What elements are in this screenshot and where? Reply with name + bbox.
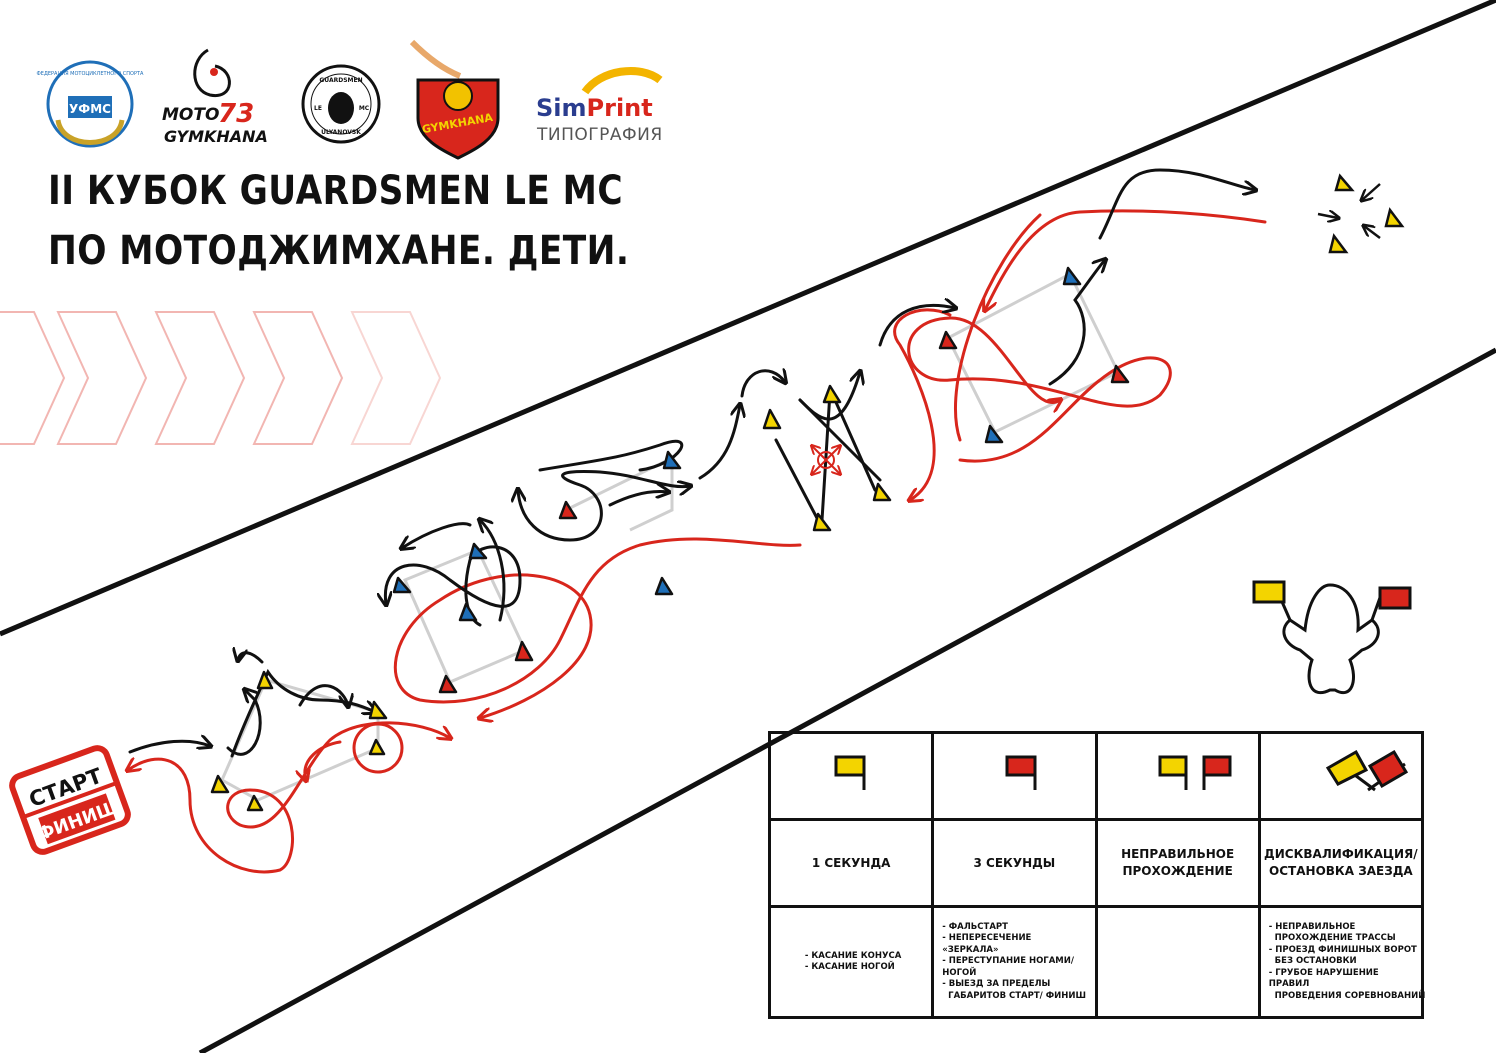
gymkhana-shield-logo: GYMKHANA xyxy=(409,39,500,160)
cone-blue xyxy=(1062,266,1082,286)
simprint-logo: SimPrint ТИПОГРАФИЯ xyxy=(536,66,663,145)
moto73-logo: МОТО 73 GYMKHANA xyxy=(162,48,268,146)
red-route xyxy=(128,209,1267,874)
yellow-flag-icon xyxy=(1252,580,1286,604)
penalty-desc-wrong xyxy=(1094,905,1261,1019)
cone-yellow xyxy=(812,512,832,532)
penalty-desc-1s: - КАСАНИЕ КОНУСА - КАСАНИЕ НОГОЙ xyxy=(767,905,935,1019)
cone-blue xyxy=(984,424,1004,444)
red-flag-icon xyxy=(1378,586,1412,610)
svg-text:LE: LE xyxy=(314,105,322,112)
cone-yellow xyxy=(210,774,230,794)
svg-text:ТИПОГРАФИЯ: ТИПОГРАФИЯ xyxy=(536,125,663,145)
penalty-name: ДИСКВАЛИФИКАЦИЯ/ОСТАНОВКА ЗАЕЗДА xyxy=(1257,818,1425,908)
penalty-item: ПРОХОЖДЕНИЕ ТРАССЫ xyxy=(1268,933,1396,944)
svg-text:GUARDSMEN: GUARDSMEN xyxy=(319,77,362,84)
svg-text:МОТО: МОТО xyxy=(162,105,219,125)
flag-cell-crossed xyxy=(1257,731,1425,821)
penalty-item: - ГРУБОЕ НАРУШЕНИЕ ПРАВИЛ xyxy=(1268,967,1379,990)
penalty-item: - ПЕРЕСТУПАНИЕ НОГАМИ/НОГОЙ xyxy=(942,956,1074,978)
svg-text:ULYANOVSK: ULYANOVSK xyxy=(321,129,361,136)
flag-cell-yellow-red xyxy=(1094,731,1261,821)
cone-blue xyxy=(458,602,478,622)
svg-text:73: 73 xyxy=(218,99,254,129)
start-finish-sign: СТАРТ ФИНИШ xyxy=(9,745,131,855)
cone-triangle-legend xyxy=(1317,173,1405,254)
federation-logo: УФМС ФЕДЕРАЦИЯ МОТОЦИКЛЕТНОГО СПОРТА xyxy=(37,60,145,148)
penalty-item: - ФАЛЬСТАРТ xyxy=(942,921,1008,932)
penalty-item: - НЕПЕРЕСЕЧЕНИЕ «ЗЕРКАЛА» xyxy=(942,933,1032,955)
cone-yellow xyxy=(246,794,264,812)
penalty-item: ПРОВЕДЕНИЯ СОРЕВНОВАНИЙ xyxy=(1268,990,1426,1001)
penalty-flags-row xyxy=(767,731,1425,821)
penalty-item: - ПРОЕЗД ФИНИШНЫХ ВОРОТ xyxy=(1268,944,1417,955)
mirror-marker xyxy=(812,446,840,474)
svg-text:SimPrint: SimPrint xyxy=(536,94,653,122)
cone-red xyxy=(938,330,958,350)
penalty-item: ГАБАРИТОВ СТАРТ/ ФИНИШ xyxy=(942,990,1087,1001)
cone-red xyxy=(1110,364,1130,384)
penalty-item: - ВЫЕЗД ЗА ПРЕДЕЛЫ xyxy=(942,979,1051,990)
marshal-figure xyxy=(1252,580,1412,695)
page-title-line2: ПО МОТОДЖИМХАНЕ. ДЕТИ. xyxy=(48,228,630,274)
cone-yellow xyxy=(368,700,388,720)
cone-blue xyxy=(392,576,412,594)
flag-cell-red xyxy=(931,731,1098,821)
page-title-line1: II КУБОК GUARDSMEN LE MC xyxy=(48,168,624,214)
cone-red xyxy=(438,674,458,694)
penalty-item: - КАСАНИЕ НОГОЙ xyxy=(804,962,895,972)
black-route xyxy=(128,168,1255,758)
penalty-name: 1 СЕКУНДА xyxy=(767,818,935,908)
cone-red xyxy=(558,500,578,520)
penalty-desc-dq: - НЕПРАВИЛЬНОЕ ПРОХОЖДЕНИЕ ТРАССЫ - ПРОЕ… xyxy=(1257,905,1426,1019)
cone-yellow xyxy=(872,482,892,502)
cone-blue xyxy=(468,542,488,560)
cone-yellow xyxy=(762,408,782,430)
penalty-name: 3 СЕКУНДЫ xyxy=(931,818,1098,908)
svg-text:УФМС: УФМС xyxy=(69,102,111,116)
gate-lines xyxy=(220,271,1121,802)
guardsmen-logo: GUARDSMEN LE MC ULYANOVSK xyxy=(301,64,381,144)
penalty-item: - НЕПРАВИЛЬНОЕ xyxy=(1268,921,1356,932)
cone-yellow xyxy=(256,670,274,690)
cones xyxy=(210,266,1130,812)
cone-blue xyxy=(662,450,682,470)
cone-yellow xyxy=(368,738,386,756)
penalty-desc-row: - КАСАНИЕ КОНУСА - КАСАНИЕ НОГОЙ - ФАЛЬС… xyxy=(767,905,1426,1019)
penalty-desc-3s: - ФАЛЬСТАРТ - НЕПЕРЕСЕЧЕНИЕ «ЗЕРКАЛА» - … xyxy=(931,905,1098,1019)
svg-text:ФЕДЕРАЦИЯ МОТОЦИКЛЕТНОГО СПОРТ: ФЕДЕРАЦИЯ МОТОЦИКЛЕТНОГО СПОРТА xyxy=(37,71,145,77)
cone-blue xyxy=(654,576,674,596)
penalty-item: БЕЗ ОСТАНОВКИ xyxy=(1268,956,1357,967)
cone-red xyxy=(514,640,534,662)
cone-yellow xyxy=(822,384,842,404)
svg-text:GYMKHANA: GYMKHANA xyxy=(164,127,268,146)
svg-text:MC: MC xyxy=(359,105,370,112)
background-chevrons xyxy=(0,311,442,445)
penalty-item: - КАСАНИЕ КОНУСА xyxy=(804,950,902,961)
flag-cell-yellow xyxy=(767,731,935,821)
